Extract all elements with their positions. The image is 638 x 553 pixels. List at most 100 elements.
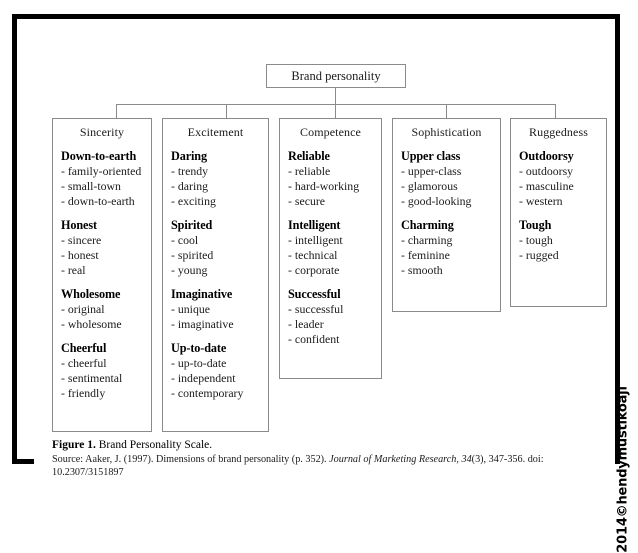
trait-item: - friendly — [61, 386, 106, 400]
caption-source-doi: 10.2307/3151897 — [52, 466, 124, 478]
facet-name: Reliable — [288, 149, 330, 163]
facet-name: Successful — [288, 287, 341, 301]
facet-name: Spirited — [171, 218, 213, 232]
connector-drop-excitement — [226, 104, 227, 118]
figure-caption: Figure 1. Brand Personality Scale. Sourc… — [52, 438, 604, 478]
trait-item: - western — [519, 194, 563, 208]
trait-item: - reliable — [288, 164, 331, 178]
facet-group: Tough- tough- rugged — [511, 218, 606, 263]
trait-item: - exciting — [171, 194, 216, 208]
facet-group: Outdoorsy- outdoorsy- masculine- western — [511, 149, 606, 209]
dimension-title: Sophistication — [411, 125, 482, 139]
connector-drop-sincerity — [116, 104, 117, 118]
facet-name: Outdoorsy — [519, 149, 574, 163]
facet-group: Wholesome- original- wholesome — [53, 287, 151, 332]
trait-item: - up-to-date — [171, 356, 227, 370]
trait-item: - technical — [288, 248, 338, 262]
trait-item: - real — [61, 263, 86, 277]
trait-item: - imaginative — [171, 317, 234, 331]
trait-item: - contemporary — [171, 386, 244, 400]
root-node-label: Brand personality — [291, 68, 381, 83]
trait-item: - outdoorsy — [519, 164, 574, 178]
trait-item: - honest — [61, 248, 99, 262]
facet-group: Upper class- upper-class- glamorous- goo… — [393, 149, 500, 209]
trait-item: - small-town — [61, 179, 121, 193]
connector-drop-competence — [335, 104, 336, 118]
connector-stem — [335, 88, 336, 104]
trait-item: - spirited — [171, 248, 214, 262]
facet-name: Imaginative — [171, 287, 233, 301]
caption-source-issue: (3), 347-356. doi: — [471, 454, 544, 465]
watermark-text: 2014©hendymustikoaji — [615, 386, 631, 553]
trait-item: - tough — [519, 233, 553, 247]
dimension-title: Excitement — [187, 125, 244, 139]
caption-figure-title: Brand Personality Scale. — [98, 439, 213, 451]
trait-item: - masculine — [519, 179, 574, 193]
trait-item: - cheerful — [61, 356, 107, 370]
facet-name: Charming — [401, 218, 454, 232]
facet-group: Spirited- cool- spirited- young — [163, 218, 268, 278]
trait-item: - young — [171, 263, 208, 277]
caption-figure-number: Figure 1. — [52, 439, 96, 451]
trait-item: - leader — [288, 317, 324, 331]
facet-group: Successful- successful- leader- confiden… — [280, 287, 381, 347]
trait-item: - original — [61, 302, 105, 316]
trait-item: - confident — [288, 332, 340, 346]
trait-item: - down-to-earth — [61, 194, 135, 208]
facet-group: Reliable- reliable- hard-working- secure — [280, 149, 381, 209]
facet-name: Upper class — [401, 149, 461, 163]
caption-source-prefix: Source: Aaker, J. (1997). Dimensions of … — [52, 454, 327, 465]
facet-name: Wholesome — [61, 287, 121, 301]
trait-item: - good-looking — [401, 194, 472, 208]
facet-name: Down-to-earth — [61, 149, 137, 163]
caption-source-line: Source: Aaker, J. (1997). Dimensions of … — [52, 454, 604, 478]
connector-drop-ruggedness — [555, 104, 556, 118]
trait-item: - feminine — [401, 248, 450, 262]
trait-item: - upper-class — [401, 164, 462, 178]
trait-item: - corporate — [288, 263, 340, 277]
trait-item: - independent — [171, 371, 236, 385]
trait-item: - smooth — [401, 263, 443, 277]
trait-item: - cool — [171, 233, 199, 247]
facet-group: Up-to-date- up-to-date- independent- con… — [163, 341, 268, 401]
caption-source-journal: Journal of Marketing Research, 34 — [329, 454, 472, 465]
trait-item: - sincere — [61, 233, 102, 247]
facet-name: Cheerful — [61, 341, 107, 355]
facet-name: Intelligent — [288, 218, 341, 232]
connector-horizontal-bar — [116, 104, 556, 105]
root-node-brand-personality: Brand personality — [266, 64, 406, 88]
trait-item: - family-oriented — [61, 164, 142, 178]
facet-group: Down-to-earth- family-oriented- small-to… — [53, 149, 151, 209]
facet-group: Daring- trendy- daring- exciting — [163, 149, 268, 209]
dimension-title: Competence — [300, 125, 361, 139]
watermark: 2014©hendymustikoaji — [610, 281, 636, 552]
trait-item: - sentimental — [61, 371, 123, 385]
trait-item: - daring — [171, 179, 209, 193]
trait-item: - glamorous — [401, 179, 458, 193]
facet-name: Honest — [61, 218, 97, 232]
dimension-title: Sincerity — [79, 125, 125, 139]
facet-group: Intelligent- intelligent- technical- cor… — [280, 218, 381, 278]
trait-item: - charming — [401, 233, 453, 247]
facet-name: Tough — [519, 218, 552, 232]
facet-name: Up-to-date — [171, 341, 227, 355]
trait-item: - unique — [171, 302, 210, 316]
caption-title-line: Figure 1. Brand Personality Scale. — [52, 438, 604, 452]
facet-group: Cheerful- cheerful- sentimental- friendl… — [53, 341, 151, 401]
trait-item: - rugged — [519, 248, 559, 262]
facet-group: Charming- charming- feminine- smooth — [393, 218, 500, 278]
facet-group: Imaginative- unique- imaginative — [163, 287, 268, 332]
trait-item: - trendy — [171, 164, 209, 178]
trait-item: - intelligent — [288, 233, 343, 247]
trait-item: - successful — [288, 302, 344, 316]
trait-item: - hard-working — [288, 179, 360, 193]
trait-item: - secure — [288, 194, 326, 208]
facet-group: Honest- sincere- honest- real — [53, 218, 151, 278]
